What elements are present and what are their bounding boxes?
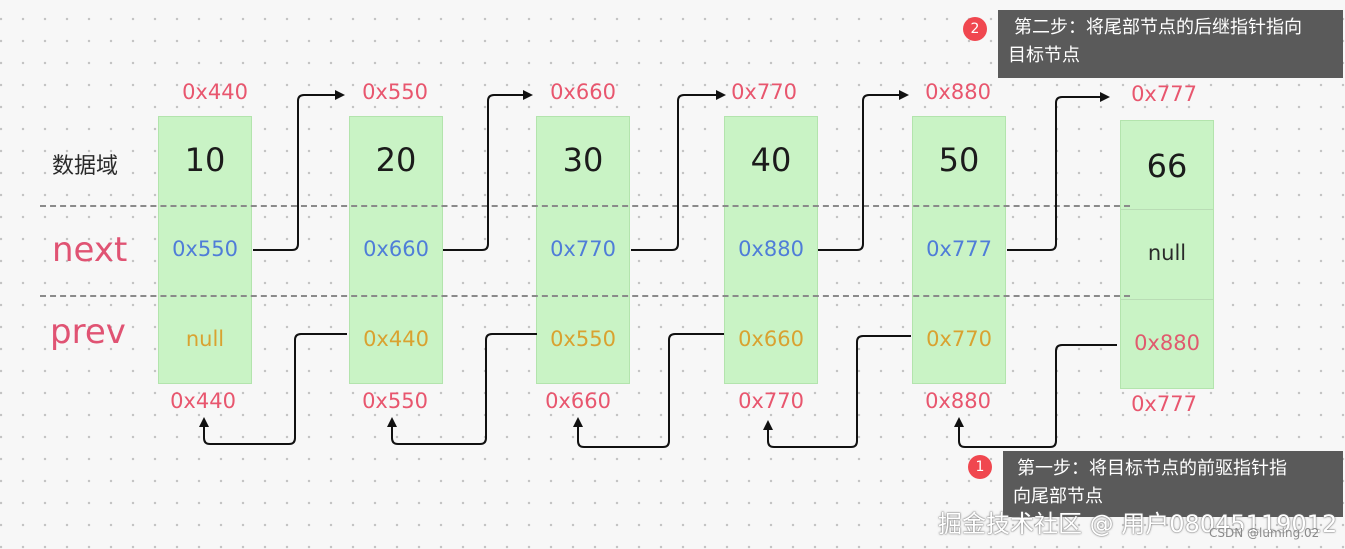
list-node: 30 0x770 0x550 [536,116,630,384]
field-separator-line [40,205,1130,207]
field-separator-line [40,295,1130,297]
next-pointer-arrow [818,90,909,251]
node-prev-pointer: 0x770 [926,327,992,351]
next-pointer-arrow [1007,92,1110,251]
node-data-value: 50 [938,141,980,179]
node-data-value: 20 [375,141,417,179]
node-address-top: 0x660 [550,80,616,104]
node-data-value: 30 [562,141,604,179]
node-data-value: 40 [750,141,792,179]
step-two-callout: 第二步：将尾部节点的后继指针指向 目标节点 [998,10,1343,78]
next-pointer-arrow [253,90,345,251]
node-next-pointer: null [1147,241,1187,265]
callout-text: 第一步：将目标节点的前驱指针指 [1017,458,1287,479]
node-address-bottom: 0x770 [738,389,804,413]
step-badge: 2 [963,17,987,41]
node-prev-pointer: 0x880 [1134,331,1200,355]
node-next-pointer: 0x550 [172,237,238,261]
prev-pointer-arrow [387,333,537,445]
node-address-bottom: 0x440 [170,389,236,413]
callout-text: 向尾部节点 [1013,486,1103,507]
node-data-value: 66 [1146,147,1188,185]
node-address-top: 0x770 [731,80,797,104]
node-address-top: 0x777 [1131,82,1197,106]
list-node: 20 0x660 0x440 [349,116,443,384]
node-prev-pointer: 0x550 [550,327,616,351]
node-address-top: 0x550 [362,80,428,104]
next-pointer-arrow [631,90,726,251]
node-field-divider [1121,299,1213,300]
next-pointer-arrow [443,90,533,251]
list-node: 50 0x777 0x770 [912,116,1006,384]
new-list-node: 66 null 0x880 [1120,120,1214,389]
prev-pointer-arrow [954,344,1117,448]
row-label-prev: prev [50,312,126,352]
node-prev-pointer: null [185,327,225,351]
watermark-text: 掘金技术社区 @ 用户08045119012 [938,510,1338,538]
node-prev-pointer: 0x440 [363,327,429,351]
node-address-bottom: 0x777 [1131,392,1197,416]
row-label-data: 数据域 [52,154,119,179]
node-address-top: 0x440 [182,80,248,104]
node-prev-pointer: 0x660 [738,327,804,351]
prev-pointer-arrow [573,333,724,448]
node-address-top: 0x880 [925,80,991,104]
node-next-pointer: 0x660 [363,237,429,261]
step-badge: 1 [968,455,992,479]
prev-pointer-arrow [763,335,911,448]
node-field-divider [1121,209,1213,210]
node-next-pointer: 0x880 [738,237,804,261]
list-node: 40 0x880 0x660 [724,116,818,384]
list-node: 10 0x550 null [158,116,252,384]
callout-text: 目标节点 [1008,45,1080,66]
node-data-value: 10 [184,141,226,179]
step-one-callout: 第一步：将目标节点的前驱指针指 向尾部节点 [1003,451,1343,517]
node-next-pointer: 0x770 [550,237,616,261]
node-address-bottom: 0x880 [925,389,991,413]
node-address-bottom: 0x550 [362,389,428,413]
csdn-credit: CSDN @luming.02 [1209,526,1320,540]
node-address-bottom: 0x660 [545,389,611,413]
node-next-pointer: 0x777 [926,237,992,261]
row-label-next: next [52,230,128,270]
callout-text: 第二步：将尾部节点的后继指针指向 [1014,17,1302,38]
prev-pointer-arrow [199,333,347,445]
